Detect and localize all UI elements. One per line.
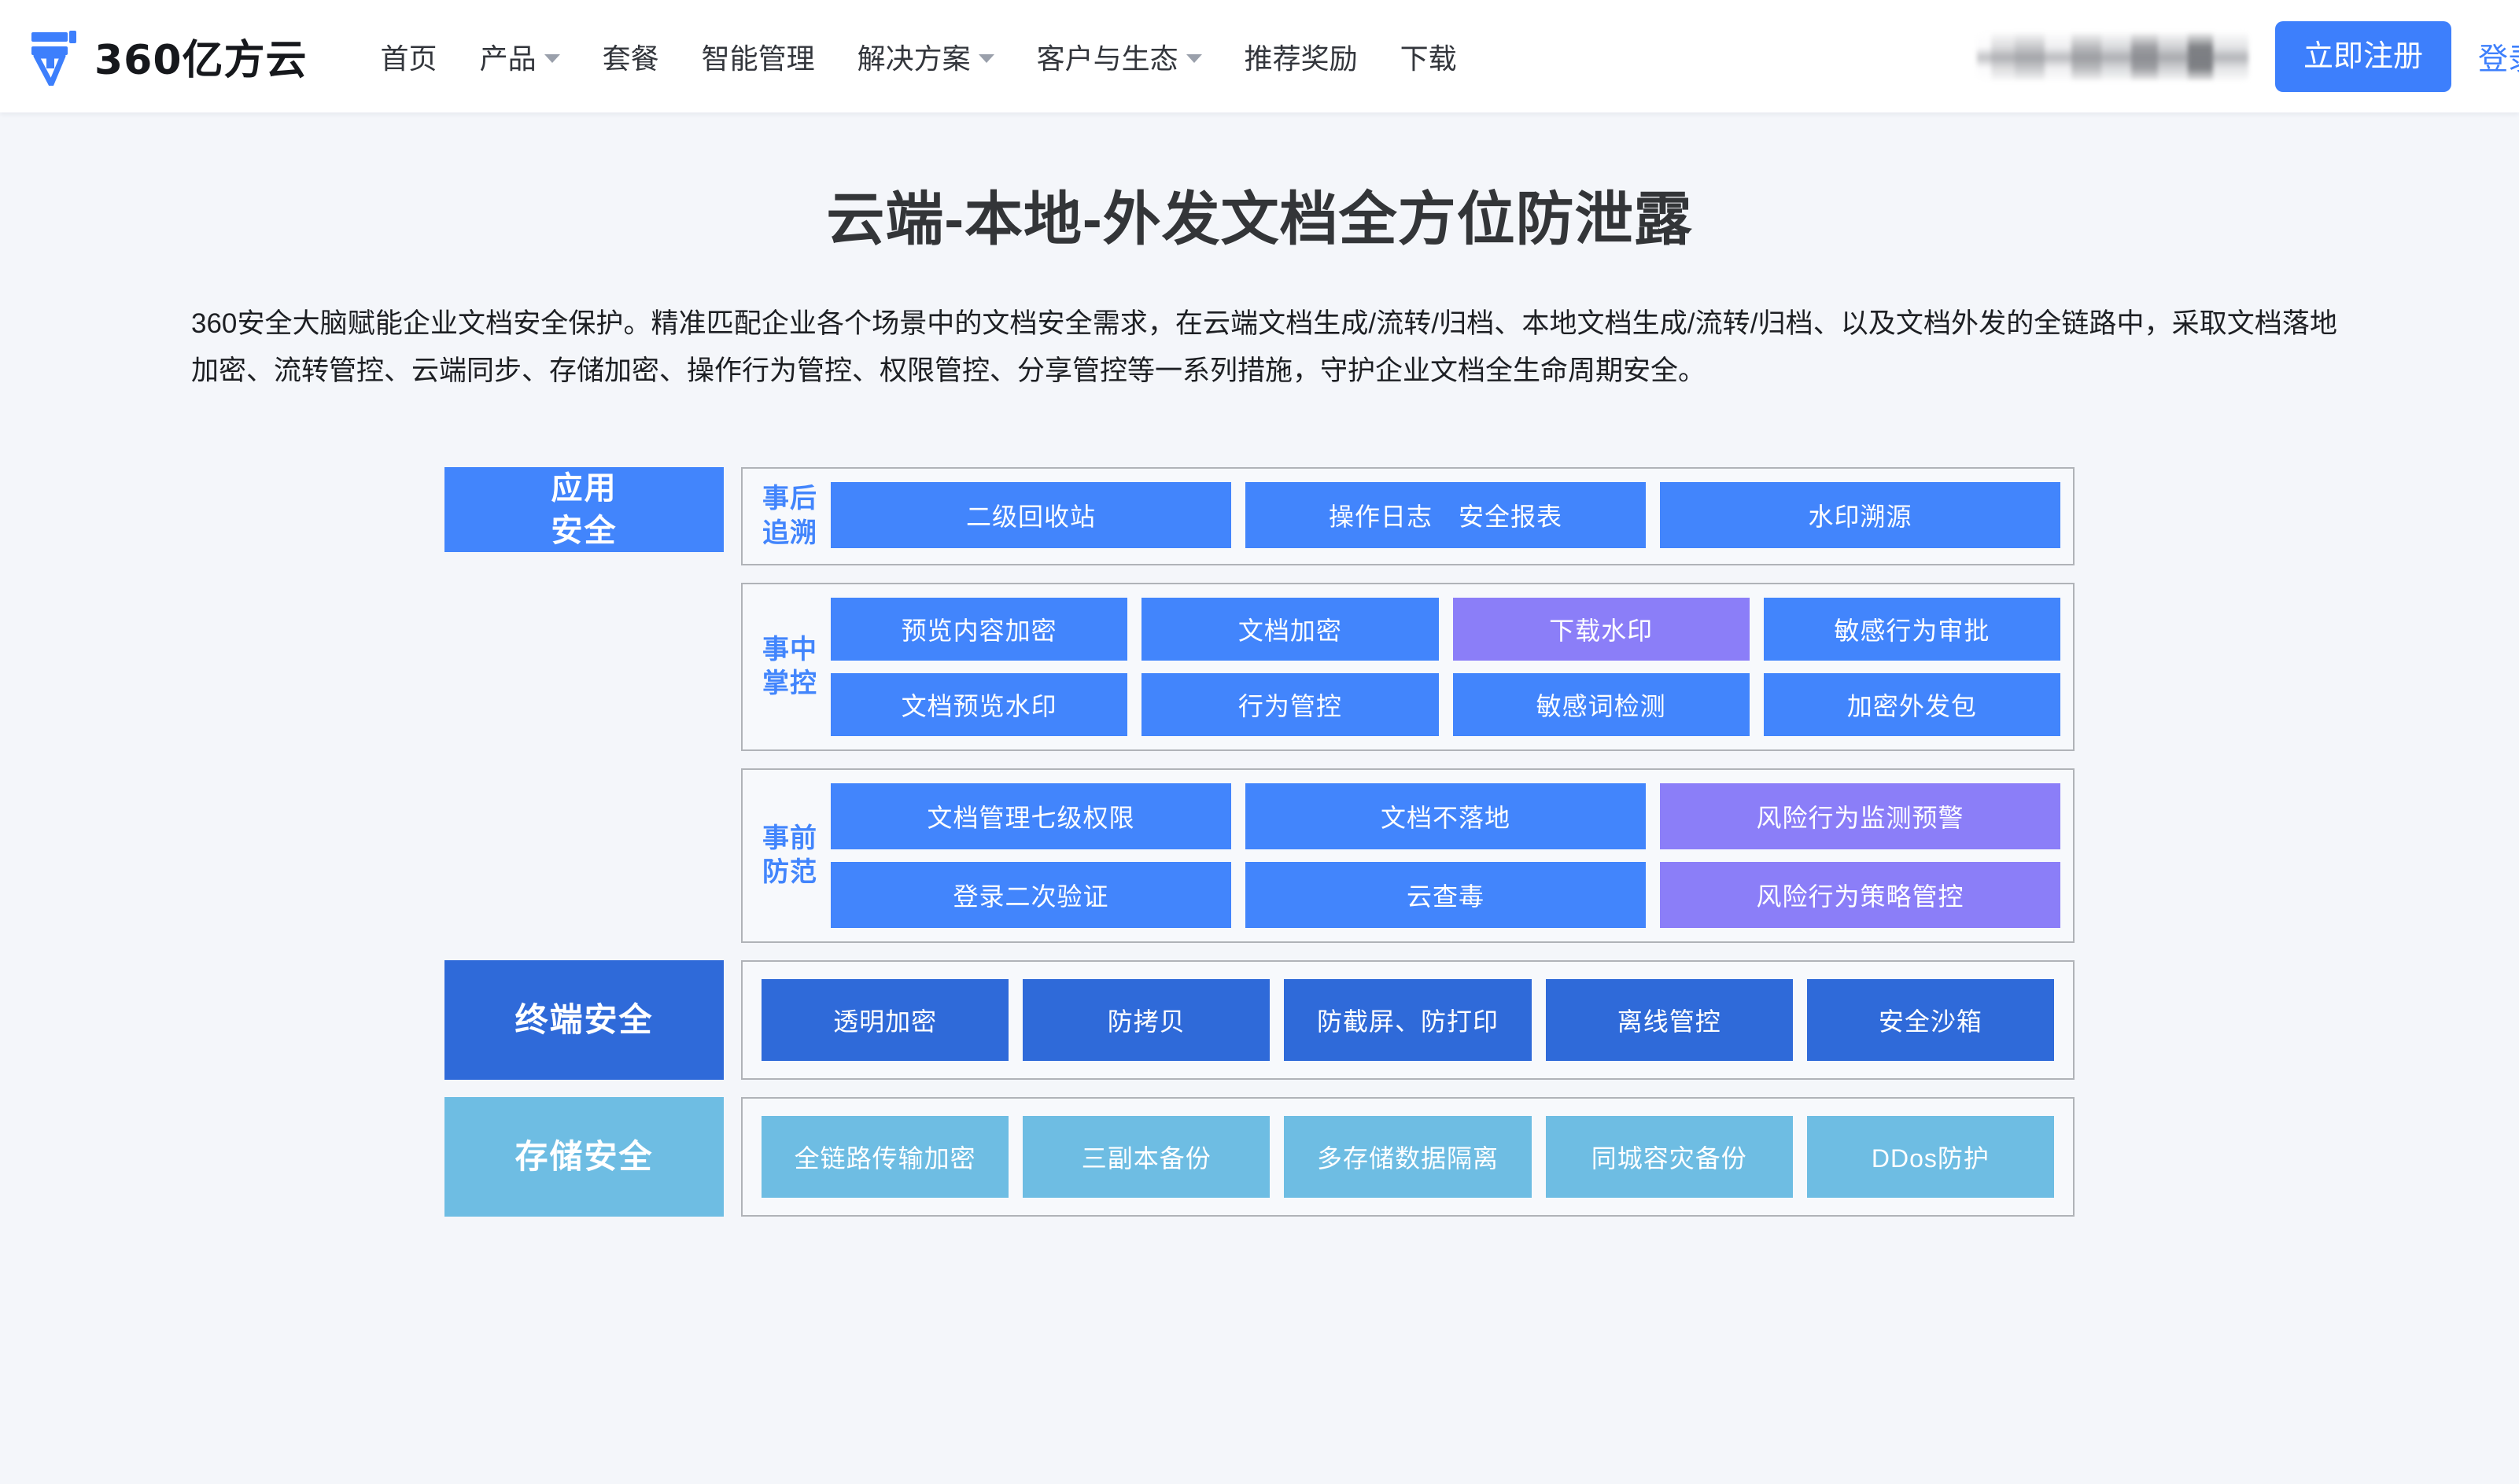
matrix-cell[interactable]: 三副本备份 [1023, 1116, 1271, 1199]
security-matrix-diagram: 应用 安全 事后 追溯 二级回收站 操 [444, 467, 2075, 1217]
row-label-terminal-security: 终端安全 [444, 960, 724, 1081]
stage-box-in-progress-control: 事中 掌控 预览内容加密 文档加密 下载水印 敏感行为审批 文档预览水印 [741, 583, 2075, 752]
nav-item-referral-rewards[interactable]: 推荐奖励 [1223, 0, 1379, 112]
matrix-cell[interactable]: 安全沙箱 [1806, 979, 2055, 1062]
brand-logo[interactable]: 360亿方云 [28, 27, 308, 86]
stage-box-pre-incident-prevention: 事前 防范 文档管理七级权限 文档不落地 风险行为监测预警 登录二次验证 云查毒 [741, 768, 2075, 944]
matrix-cell[interactable]: 登录二次验证 [831, 862, 1231, 929]
matrix-cell[interactable]: 文档预览水印 [831, 673, 1128, 737]
matrix-row-application-security: 应用 安全 事后 追溯 二级回收站 操 [444, 467, 2075, 944]
matrix-cell[interactable]: 全链路传输加密 [762, 1116, 1009, 1199]
stage-label-post-incident-tracing: 事后 追溯 [755, 482, 824, 551]
application-security-stages: 事后 追溯 二级回收站 操作日志 安全报表 水印溯源 [741, 467, 2075, 944]
site-header: 360亿方云 首页 产品 套餐 智能管理 解决方案 客户与生态 推荐奖励 下载 [0, 0, 2519, 112]
nav-item-home[interactable]: 首页 [360, 0, 459, 112]
nav-item-label: 智能管理 [701, 42, 815, 75]
chevron-down-icon [978, 54, 994, 63]
page-body: 云端-本地-外发文档全方位防泄露 360安全大脑赋能企业文档安全保护。精准匹配企… [0, 112, 2519, 1484]
matrix-cell[interactable]: 防截屏、防打印 [1284, 979, 1532, 1062]
cell-row: 文档预览水印 行为管控 敏感词检测 加密外发包 [831, 673, 2060, 737]
redacted-account-info [1976, 32, 2248, 80]
matrix-cell[interactable]: 同城容灾备份 [1545, 1116, 1793, 1199]
nav-item-products[interactable]: 产品 [459, 0, 581, 112]
nav-item-label: 客户与生态 [1036, 42, 1178, 75]
cell-row: 文档管理七级权限 文档不落地 风险行为监测预警 [831, 783, 2060, 850]
stage-label-line1: 事中 [762, 634, 817, 665]
nav-item-download[interactable]: 下载 [1379, 0, 1478, 112]
matrix-cell[interactable]: 文档不落地 [1245, 783, 1646, 850]
matrix-cell[interactable]: 加密外发包 [1763, 673, 2060, 737]
matrix-cell[interactable]: 预览内容加密 [831, 598, 1128, 661]
matrix-row-storage-security: 存储安全 全链路传输加密 三副本备份 多存储数据隔离 同城容灾备份 DDos防护 [444, 1097, 2075, 1217]
nav-item-label: 产品 [479, 42, 537, 75]
row-label-application-security: 应用 安全 [444, 467, 724, 553]
stage-label-in-progress-control: 事中 掌控 [755, 598, 824, 736]
stage-label-line2: 掌控 [762, 668, 817, 699]
matrix-cell[interactable]: 行为管控 [1141, 673, 1439, 737]
row-label-storage-security: 存储安全 [444, 1097, 724, 1217]
nav-item-solutions[interactable]: 解决方案 [836, 0, 1016, 112]
row-label-line2: 安全 [551, 514, 618, 549]
header-actions: 立即注册 登录 [1976, 20, 2519, 92]
storage-security-cells: 全链路传输加密 三副本备份 多存储数据隔离 同城容灾备份 DDos防护 [741, 1097, 2075, 1217]
matrix-row-terminal-security: 终端安全 透明加密 防拷贝 防截屏、防打印 离线管控 安全沙箱 [444, 960, 2075, 1081]
cell-row: 登录二次验证 云查毒 风险行为策略管控 [831, 862, 2060, 929]
stage-label-line2: 追溯 [762, 517, 817, 548]
signup-button[interactable]: 立即注册 [2274, 20, 2451, 92]
stage-label-pre-incident-prevention: 事前 防范 [755, 783, 824, 928]
nav-item-label: 首页 [380, 42, 437, 75]
matrix-cell[interactable]: 敏感行为审批 [1763, 598, 2060, 661]
matrix-cell[interactable]: 透明加密 [762, 979, 1009, 1062]
matrix-cell[interactable]: 风险行为监测预警 [1660, 783, 2060, 850]
matrix-cell[interactable]: 水印溯源 [1660, 482, 2060, 549]
matrix-cell[interactable]: 离线管控 [1545, 979, 1793, 1062]
stage-cell-grid: 文档管理七级权限 文档不落地 风险行为监测预警 登录二次验证 云查毒 风险行为策… [831, 783, 2060, 929]
nav-item-label: 下载 [1400, 42, 1457, 75]
matrix-cell[interactable]: 文档管理七级权限 [831, 783, 1231, 850]
chevron-down-icon [544, 54, 560, 63]
matrix-cell[interactable]: DDos防护 [1806, 1116, 2055, 1199]
matrix-cell[interactable]: 文档加密 [1141, 598, 1439, 661]
nav-item-label: 推荐奖励 [1244, 42, 1358, 75]
matrix-cell[interactable]: 云查毒 [1245, 862, 1646, 929]
stage-label-line1: 事后 [762, 484, 817, 514]
stage-label-line2: 防范 [762, 857, 817, 888]
matrix-cell[interactable]: 下载水印 [1452, 598, 1750, 661]
matrix-cell[interactable]: 操作日志 安全报表 [1245, 482, 1646, 549]
stage-box-post-incident-tracing: 事后 追溯 二级回收站 操作日志 安全报表 水印溯源 [741, 467, 2075, 566]
matrix-cell[interactable]: 防拷贝 [1023, 979, 1271, 1062]
row-label-line1: 应用 [551, 471, 618, 506]
page-description: 360安全大脑赋能企业文档安全保护。精准匹配企业各个场景中的文档安全需求，在云端… [191, 307, 2337, 386]
yifangyun-logo-icon [31, 30, 76, 86]
nav-item-smart-management[interactable]: 智能管理 [680, 0, 836, 112]
main-nav: 首页 产品 套餐 智能管理 解决方案 客户与生态 推荐奖励 下载 [360, 0, 1478, 112]
stage-cell-grid: 二级回收站 操作日志 安全报表 水印溯源 [831, 482, 2060, 551]
nav-item-label: 套餐 [602, 42, 659, 75]
stage-label-line1: 事前 [762, 823, 817, 853]
matrix-cell[interactable]: 二级回收站 [831, 482, 1231, 549]
nav-item-label: 解决方案 [857, 42, 971, 75]
brand-name: 360亿方云 [94, 37, 308, 84]
cell-row: 预览内容加密 文档加密 下载水印 敏感行为审批 [831, 598, 2060, 661]
stage-cell-grid: 预览内容加密 文档加密 下载水印 敏感行为审批 文档预览水印 行为管控 敏感词检… [831, 598, 2060, 737]
chevron-down-icon [1186, 54, 1202, 63]
page-title: 云端-本地-外发文档全方位防泄露 [826, 186, 1693, 252]
matrix-cell[interactable]: 多存储数据隔离 [1284, 1116, 1532, 1199]
matrix-cell[interactable]: 敏感词检测 [1452, 673, 1750, 737]
login-link[interactable]: 登录 [2477, 43, 2519, 76]
matrix-cell[interactable]: 风险行为策略管控 [1660, 862, 2060, 929]
terminal-security-cells: 透明加密 防拷贝 防截屏、防打印 离线管控 安全沙箱 [741, 960, 2075, 1081]
nav-item-customers-ecosystem[interactable]: 客户与生态 [1016, 0, 1223, 112]
cell-row: 二级回收站 操作日志 安全报表 水印溯源 [831, 482, 2060, 549]
nav-item-packages[interactable]: 套餐 [581, 0, 680, 112]
